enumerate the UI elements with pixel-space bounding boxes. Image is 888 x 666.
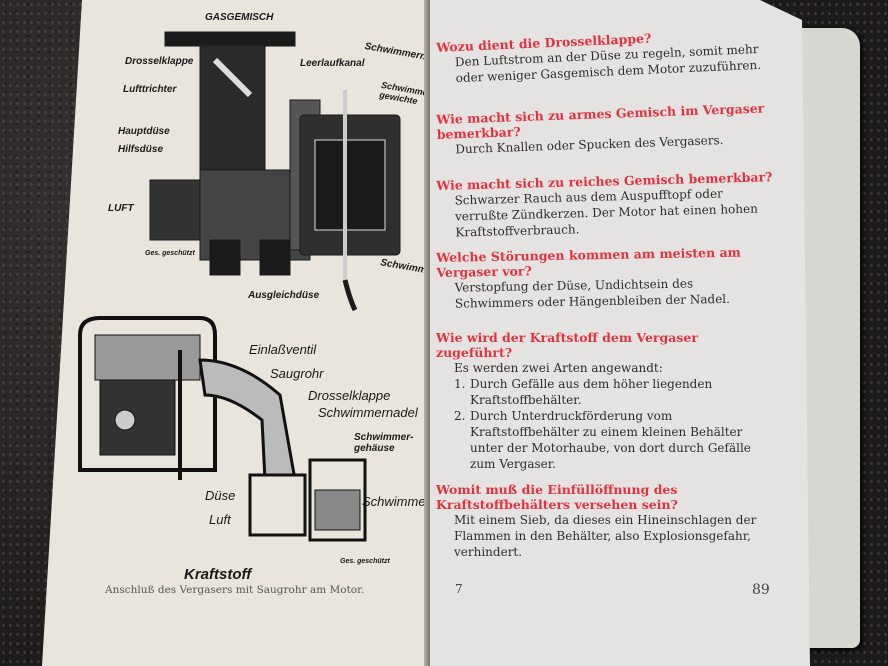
- label-luft: LUFT: [108, 203, 134, 214]
- label-geschuetzt-1: Ges. geschützt: [145, 250, 195, 257]
- label-leerlaufkanal: Leerlaufkanal: [300, 58, 365, 69]
- label-lufttrichter: Lufttrichter: [123, 84, 177, 95]
- section-3: Wie macht sich zu reiches Gemisch bemerk…: [436, 169, 776, 241]
- section-4: Welche Störungen kommen am meisten am Ve…: [436, 244, 775, 312]
- label-schwimmer-2: Schwimmer: [362, 494, 430, 509]
- section-6: Womit muß die Einfüllöffnung des Kraftst…: [436, 482, 774, 560]
- label-ausgleichduese: Ausgleichdüse: [248, 290, 320, 301]
- question-heading: Wie wird der Kraftstoff dem Vergaser zug…: [436, 330, 698, 360]
- answer-text: Verstopfung der Düse, Undichtsein des Sc…: [454, 276, 731, 311]
- label-hilfsduese: Hilfsdüse: [118, 144, 164, 155]
- section-5: Wie wird der Kraftstoff dem Vergaser zug…: [436, 330, 774, 472]
- list-text: Durch Gefälle aus dem höher liegenden Kr…: [470, 377, 713, 407]
- label-duese: Düse: [205, 488, 236, 503]
- answer-text: Schwarzer Rauch aus dem Auspufftopf oder…: [454, 186, 759, 240]
- label-luft-2: Luft: [209, 512, 231, 527]
- left-page: GASGEMISCH Drosselklappe Lufttrichter Ha…: [42, 0, 434, 666]
- label-drosselklappe-2: Drosselklappe: [308, 388, 391, 403]
- answer-text: Es werden zwei Arten angewandt:: [454, 361, 663, 375]
- carburetor-diagram: [78, 31, 401, 542]
- list-item: 2. Durch Unterdruckförderung vom Kraftsto…: [436, 408, 774, 472]
- label-kraftstoff: Kraftstoff: [184, 566, 252, 583]
- list-text: Durch Unterdruckförderung vom Kraftstoff…: [470, 409, 751, 471]
- label-einlassventil: Einlaßventil: [249, 342, 317, 357]
- label-schwimmergehaeuse: Schwimmer-gehäuse: [354, 432, 414, 454]
- label-schwimmernadel-2: Schwimmernadel: [318, 405, 418, 420]
- label-geschuetzt-2: Ges. geschützt: [340, 558, 390, 565]
- label-gasgemisch: GASGEMISCH: [205, 12, 274, 23]
- answer-text: Mit einem Sieb, da dieses ein Hineinschl…: [454, 513, 757, 559]
- page-number: 89: [752, 582, 770, 598]
- list-number: 1.: [454, 377, 466, 391]
- label-drosselklappe: Drosselklappe: [125, 56, 194, 67]
- figure-caption: Anschluß des Vergasers mit Saugrohr am M…: [105, 584, 365, 596]
- question-heading: Womit muß die Einfüllöffnung des Kraftst…: [436, 482, 678, 512]
- signature-mark: 7: [455, 582, 463, 596]
- right-page: [430, 0, 810, 666]
- label-saugrohr: Saugrohr: [270, 366, 324, 381]
- list-item: 1. Durch Gefälle aus dem höher liegenden …: [436, 376, 774, 408]
- list-number: 2.: [454, 409, 466, 423]
- label-hauptduese: Hauptdüse: [118, 126, 170, 137]
